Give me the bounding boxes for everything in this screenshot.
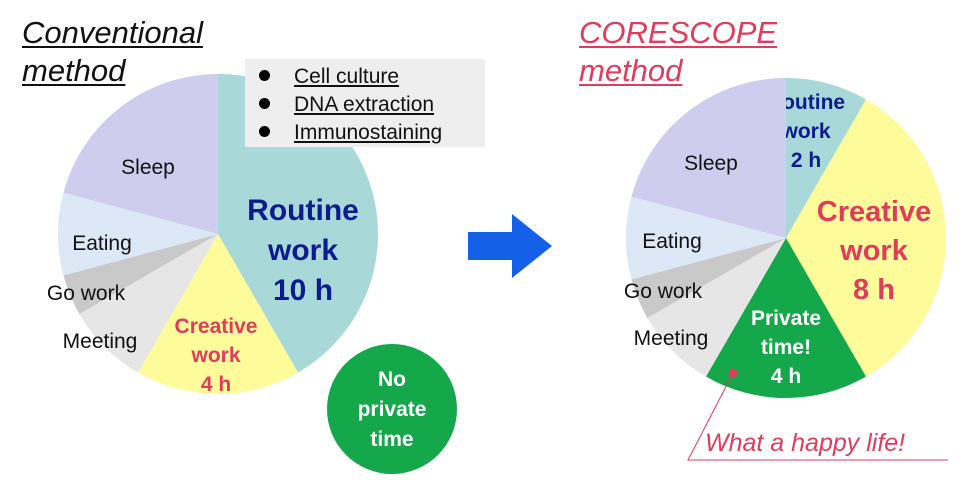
slice-label-meeting: Meeting (634, 327, 709, 350)
pie-slice-go-work (631, 238, 786, 318)
slice-label-sleep: Sleep (684, 152, 738, 175)
pie-slice-routine-work (786, 78, 866, 238)
bullet-icon (259, 70, 270, 82)
pie-slice-go-work (63, 234, 219, 314)
title-conventional: Conventional method (22, 14, 203, 90)
slice-label-meeting: Meeting (63, 330, 138, 353)
slice-label-go-work: Go work (47, 282, 126, 305)
happy-life-annotation: What a happy life! (705, 429, 906, 457)
right-arrow-icon (468, 214, 552, 278)
task-item: DNA extraction (259, 91, 434, 119)
pie-slice-creative-work (786, 99, 946, 377)
slice-label-eating: Eating (642, 230, 702, 253)
pie-slice-sleep (631, 78, 786, 238)
task-label: DNA extraction (294, 93, 435, 116)
slice-label-sleep: Sleep (121, 156, 175, 179)
title-corescope-line1: CORESCOPE (579, 15, 778, 50)
pie-slice-meeting (79, 234, 218, 373)
annotation-leader-line (687, 372, 948, 461)
title-corescope-line2: method (579, 53, 683, 88)
bullet-icon (259, 126, 270, 138)
routine-task-list: Cell culture DNA extraction Immunostaini… (245, 59, 485, 147)
pie-slice-routine-work (218, 74, 378, 373)
slice-label-go-work: Go work (624, 280, 703, 303)
task-label: Immunostaining (294, 121, 443, 144)
pie-slice-private-time (706, 238, 866, 398)
task-item: Cell culture (259, 63, 399, 91)
title-conventional-line2: method (22, 53, 126, 88)
title-conventional-line1: Conventional (22, 15, 203, 50)
title-corescope: CORESCOPE method (579, 14, 777, 90)
pie-slice-creative-work (138, 234, 298, 394)
pie-slice-meeting (647, 238, 786, 377)
annotation-dot-icon (728, 368, 738, 378)
pie-slice-sleep (63, 74, 219, 234)
pie-slice-eating (57, 192, 219, 276)
pie-slice-eating (625, 196, 786, 280)
task-item: Immunostaining (259, 119, 442, 147)
slice-label-eating: Eating (72, 232, 132, 255)
no-private-time-badge (327, 344, 457, 474)
bullet-icon (259, 98, 270, 110)
task-label: Cell culture (294, 65, 400, 88)
